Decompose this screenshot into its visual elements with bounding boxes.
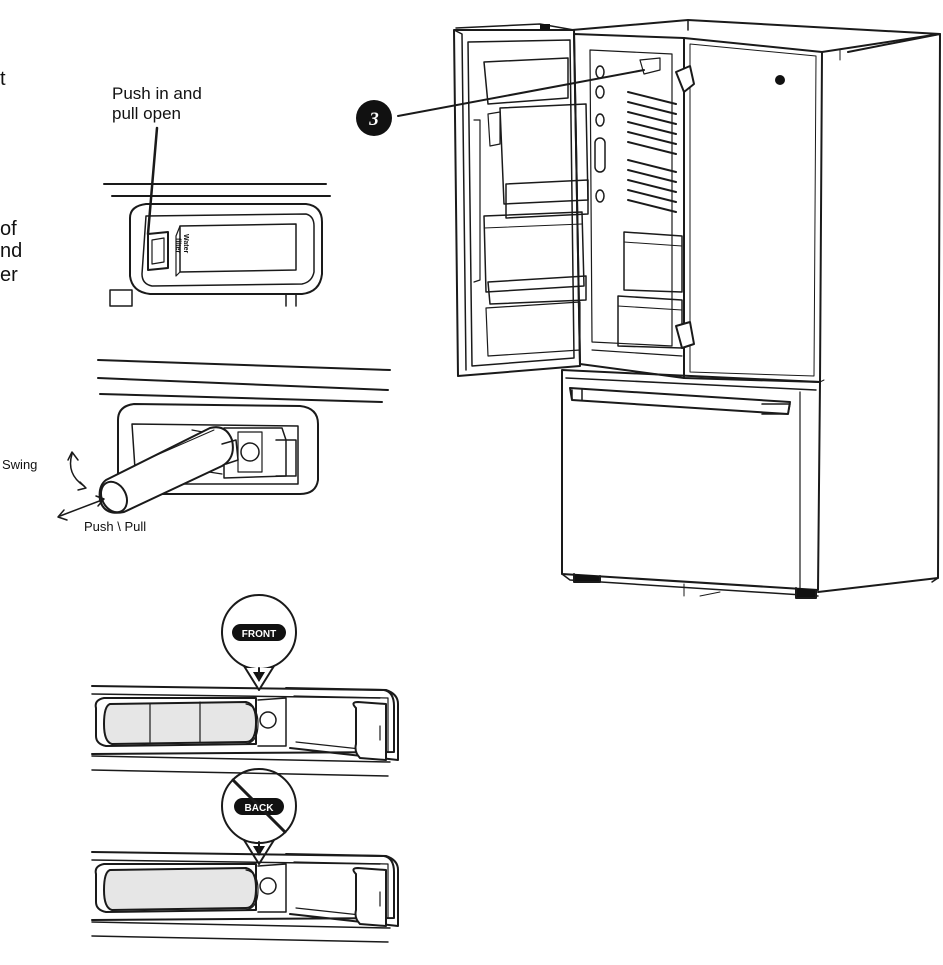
filter-open-removal <box>57 359 391 521</box>
push-open-line-2: pull open <box>112 103 182 123</box>
orientation-front <box>91 594 399 777</box>
filter-face-line-1: Water <box>182 234 189 253</box>
filter-face-line-2: filter <box>174 238 181 253</box>
truncated-text-4: er <box>0 264 18 286</box>
push-pull-label: Push \ Pull <box>84 519 147 534</box>
front-badge: FRONT <box>242 629 276 640</box>
callout-number: 3 <box>368 109 379 130</box>
back-badge: BACK <box>245 803 275 814</box>
filter-cover-closed <box>103 126 331 307</box>
push-open-line-1: Push in and <box>112 84 202 103</box>
truncated-text-2: of <box>0 218 17 240</box>
swing-label: Swing <box>2 457 38 472</box>
push-open-label: Push in and pull open <box>112 84 202 123</box>
orientation-back <box>91 768 399 943</box>
truncated-text-3: nd <box>0 240 22 262</box>
filter-face-text: Water filter <box>174 234 189 253</box>
refrigerator <box>356 19 941 599</box>
truncated-text-1: t <box>0 68 6 90</box>
